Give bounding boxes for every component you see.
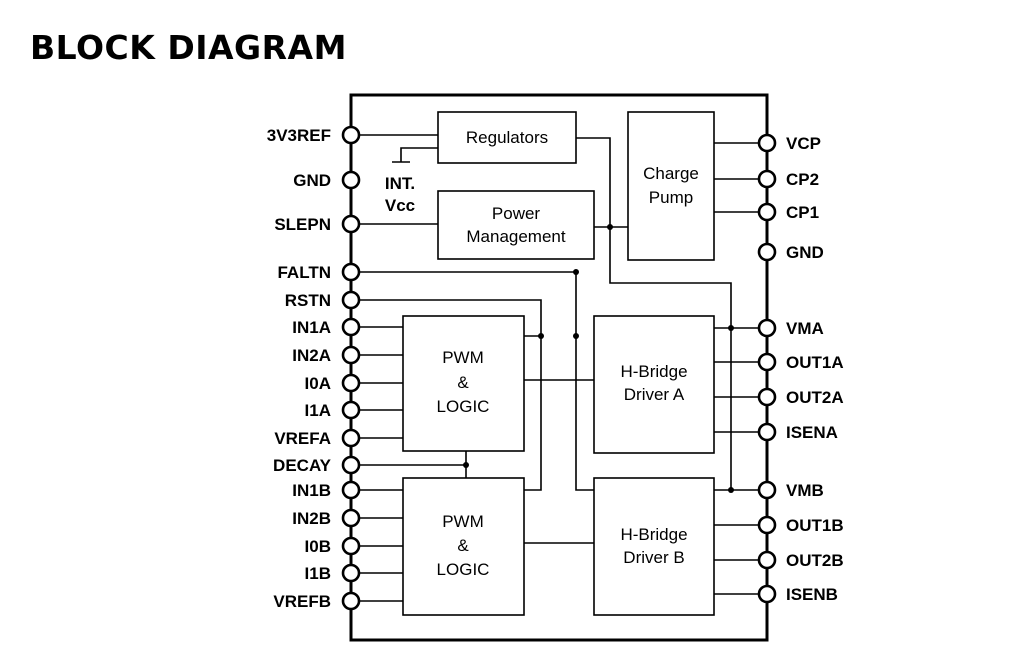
pin-right-cp2-1 (757, 169, 777, 189)
pwm-logic-a-line3: LOGIC (437, 397, 490, 416)
pin-left-vrefa-9 (341, 428, 361, 448)
pin-right-out1a-5 (757, 352, 777, 372)
pin-label-right-out1a-5: OUT1A (786, 353, 844, 372)
pin-label-left-i0a-7: I0A (305, 374, 331, 393)
pin-label-left-i1a-8: I1A (305, 401, 331, 420)
hbridge-a-line2: Driver A (624, 385, 685, 404)
hbridge-a-block: H-Bridge Driver A (593, 315, 715, 454)
pin-right-out2b-10 (757, 550, 777, 570)
pin-right-isena-7 (757, 422, 777, 442)
pwm-logic-b-line1: PWM (442, 512, 484, 531)
charge-pump-label-line2: Pump (649, 188, 693, 207)
int-vcc-label-line1: INT. (385, 174, 415, 193)
int-vcc-label-line2: Vcc (385, 196, 415, 215)
pin-right-out2a-6 (757, 387, 777, 407)
pin-label-left-i0b-13: I0B (305, 537, 331, 556)
pin-left-i0a-7 (341, 373, 361, 393)
pin-left-gnd-1 (341, 170, 361, 190)
pin-label-right-cp2-1: CP2 (786, 170, 819, 189)
pin-label-left-vrefb-15: VREFB (273, 592, 331, 611)
hbridge-b-line1: H-Bridge (620, 525, 687, 544)
pwm-logic-b-line2: & (457, 536, 469, 555)
pin-label-right-gnd-3: GND (786, 243, 824, 262)
pin-label-right-isena-7: ISENA (786, 423, 838, 442)
regulators-label: Regulators (466, 128, 548, 147)
pin-right-vma-4 (757, 318, 777, 338)
pin-left-faltn-3 (341, 262, 361, 282)
pin-left-i0b-13 (341, 536, 361, 556)
page-title: BLOCK DIAGRAM (30, 28, 347, 67)
regulators-block: Regulators (437, 111, 577, 164)
pin-left-rstn-4 (341, 290, 361, 310)
power-management-label-line2: Management (466, 227, 566, 246)
pin-label-right-out2b-10: OUT2B (786, 551, 844, 570)
pin-label-right-vma-4: VMA (786, 319, 824, 338)
pin-label-right-vcp-0: VCP (786, 134, 821, 153)
pin-label-left-in1b-11: IN1B (292, 481, 331, 500)
pin-left-in1a-5 (341, 317, 361, 337)
pin-left-decay-10 (341, 455, 361, 475)
charge-pump-label-line1: Charge (643, 164, 699, 183)
pin-left-vrefb-15 (341, 591, 361, 611)
hbridge-b-block: H-Bridge Driver B (593, 477, 715, 616)
power-management-label-line1: Power (492, 204, 541, 223)
pin-label-left-rstn-4: RSTN (285, 291, 331, 310)
junction-dots (463, 224, 734, 493)
pin-right-isenb-11 (757, 584, 777, 604)
pin-label-left-3v3ref-0: 3V3REF (267, 126, 331, 145)
pin-left-i1b-14 (341, 563, 361, 583)
left-pins: 3V3REF GND SLEPN FALTN RSTN IN1A IN2A I0A I1A VRE… (267, 125, 361, 611)
pin-label-right-isenb-11: ISENB (786, 585, 838, 604)
pwm-logic-a-line2: & (457, 373, 469, 392)
pin-right-cp1-2 (757, 202, 777, 222)
pin-left-in2a-6 (341, 345, 361, 365)
pin-right-vmb-8 (757, 480, 777, 500)
pin-label-right-out2a-6: OUT2A (786, 388, 844, 407)
pwm-logic-a-block: PWM & LOGIC (402, 315, 525, 452)
hbridge-a-line1: H-Bridge (620, 362, 687, 381)
power-management-block: Power Management (437, 190, 595, 260)
pin-label-right-cp1-2: CP1 (786, 203, 819, 222)
pwm-logic-a-line1: PWM (442, 348, 484, 367)
pin-label-right-vmb-8: VMB (786, 481, 824, 500)
charge-pump-block: Charge Pump (627, 111, 715, 261)
pin-label-left-in2a-6: IN2A (292, 346, 331, 365)
pin-label-left-in1a-5: IN1A (292, 318, 331, 337)
pin-right-gnd-3 (757, 242, 777, 262)
pin-right-out1b-9 (757, 515, 777, 535)
pwm-logic-b-block: PWM & LOGIC (402, 477, 525, 616)
pin-label-right-out1b-9: OUT1B (786, 516, 844, 535)
pin-left-i1a-8 (341, 400, 361, 420)
pin-label-left-decay-10: DECAY (273, 456, 332, 475)
pin-left-in2b-12 (341, 508, 361, 528)
pin-left-3v3ref-0 (341, 125, 361, 145)
pin-label-left-faltn-3: FALTN (277, 263, 331, 282)
pin-label-left-slepn-2: SLEPN (274, 215, 331, 234)
hbridge-b-line2: Driver B (623, 548, 684, 567)
pin-label-left-vrefa-9: VREFA (274, 429, 331, 448)
pin-left-slepn-2 (341, 214, 361, 234)
pin-right-vcp-0 (757, 133, 777, 153)
pwm-logic-b-line3: LOGIC (437, 560, 490, 579)
pin-label-left-in2b-12: IN2B (292, 509, 331, 528)
pin-left-in1b-11 (341, 480, 361, 500)
pin-label-left-gnd-1: GND (293, 171, 331, 190)
pin-label-left-i1b-14: I1B (305, 564, 331, 583)
